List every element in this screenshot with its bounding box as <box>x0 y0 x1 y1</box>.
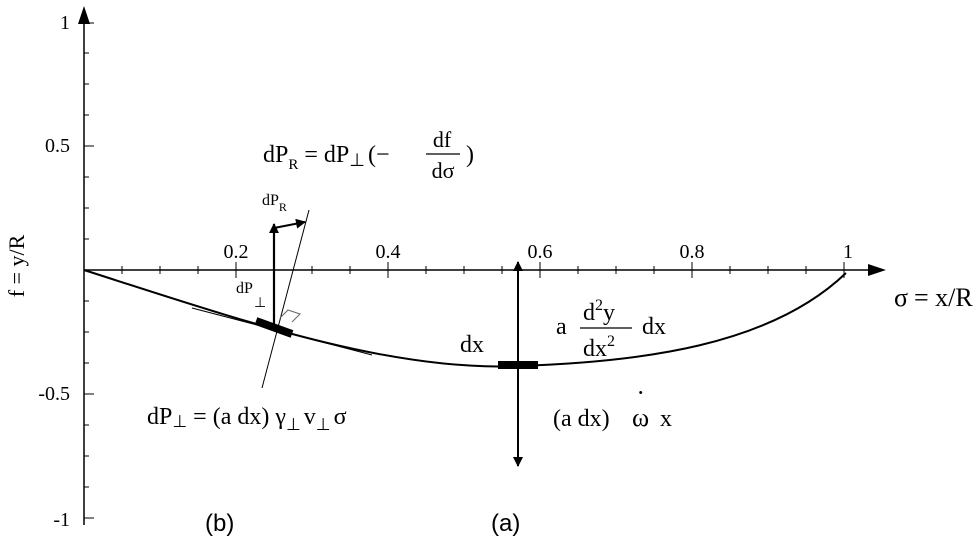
svg-text:dx2: dx2 <box>583 333 615 362</box>
segment-b <box>254 317 294 338</box>
x-tick-label-0.8: 0.8 <box>680 241 705 263</box>
dPperp-vector-label: dP <box>236 280 253 297</box>
y-tick-label-neg1: -1 <box>53 509 70 531</box>
svg-text:dσ: dσ <box>432 158 455 183</box>
svg-text:dPR= dP⊥(−: dPR= dP⊥(− <box>263 142 389 173</box>
x-tick-label-0.4: 0.4 <box>376 241 401 263</box>
y-tick-label-neg0.5: -0.5 <box>38 383 70 405</box>
dPperp-vector-subscript: ⊥ <box>254 296 266 311</box>
right-angle-marker <box>279 309 301 323</box>
svg-text:d2y: d2y <box>583 297 615 326</box>
svg-text:dx: dx <box>642 314 666 340</box>
acceleration-term: a d2y dx2 dx <box>556 297 666 362</box>
inertia-term: (a dx) ω ˙ x <box>553 386 672 432</box>
y-tick-label-1: 1 <box>60 12 70 34</box>
svg-text:˙: ˙ <box>636 386 645 417</box>
dPR-equation: dPR= dP⊥(− df dσ ) <box>263 127 474 183</box>
x-axis-label-rest: = x/R <box>914 283 973 312</box>
dP-R-arrow <box>273 218 306 229</box>
y-tick-label-0.5: 0.5 <box>45 135 70 157</box>
svg-text:): ) <box>466 142 474 168</box>
dx-label: dx <box>460 332 484 358</box>
x-tick-label-0.6: 0.6 <box>528 241 553 263</box>
svg-text:(a dx): (a dx) <box>553 406 610 432</box>
x-tick-label-0.2: 0.2 <box>224 241 249 263</box>
svg-text:x: x <box>660 406 672 432</box>
x-axis-label: σ= x/R <box>894 283 973 312</box>
dPperp-equation: dP⊥= (a dx) γ⊥v⊥σ <box>147 404 347 434</box>
normal-line <box>261 209 310 389</box>
panel-label-b: (b) <box>205 510 234 537</box>
svg-text:ω: ω <box>632 403 649 432</box>
dPR-vector-label: dPR <box>262 192 287 214</box>
y-axis-arrowhead <box>78 6 90 24</box>
x-tick-label-1: 1 <box>843 241 853 263</box>
panel-label-a: (a) <box>491 510 520 537</box>
svg-text:df: df <box>433 127 452 152</box>
segment-a <box>498 361 538 369</box>
y-axis-ticks <box>84 22 94 519</box>
svg-text:a: a <box>556 314 567 340</box>
x-axis-label-sigma: σ <box>894 283 908 312</box>
x-axis-arrowhead <box>868 264 886 276</box>
y-axis-label: f = y/R <box>4 234 29 297</box>
